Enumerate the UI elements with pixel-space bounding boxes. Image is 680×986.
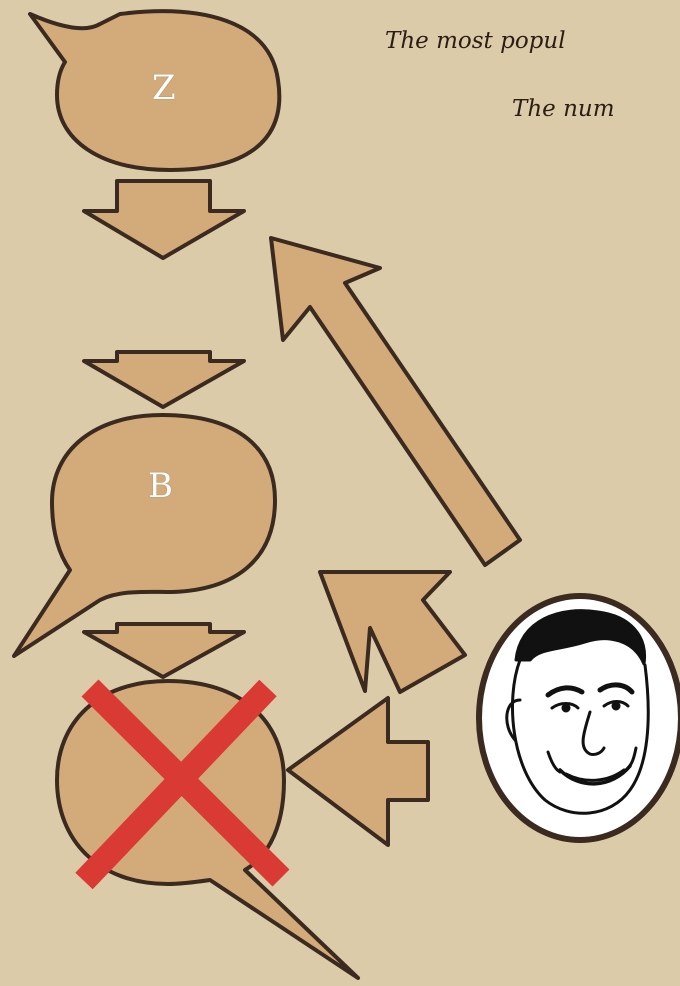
short-diagonal-arrow — [320, 572, 465, 692]
bubble-label-top: Z — [152, 68, 176, 108]
caption-line-1: The most popul — [385, 28, 566, 54]
left-arrow — [288, 698, 428, 845]
bubble-label-middle: B — [148, 466, 173, 506]
character-portrait — [479, 596, 680, 840]
down-arrow-2 — [84, 352, 244, 407]
speech-bubble-bottom — [57, 681, 358, 978]
down-arrow-3 — [84, 624, 244, 677]
caption-line-2: The num — [512, 96, 615, 122]
long-diagonal-arrow — [271, 238, 520, 565]
speech-bubble-middle — [14, 415, 275, 656]
down-arrow-1 — [84, 181, 244, 258]
